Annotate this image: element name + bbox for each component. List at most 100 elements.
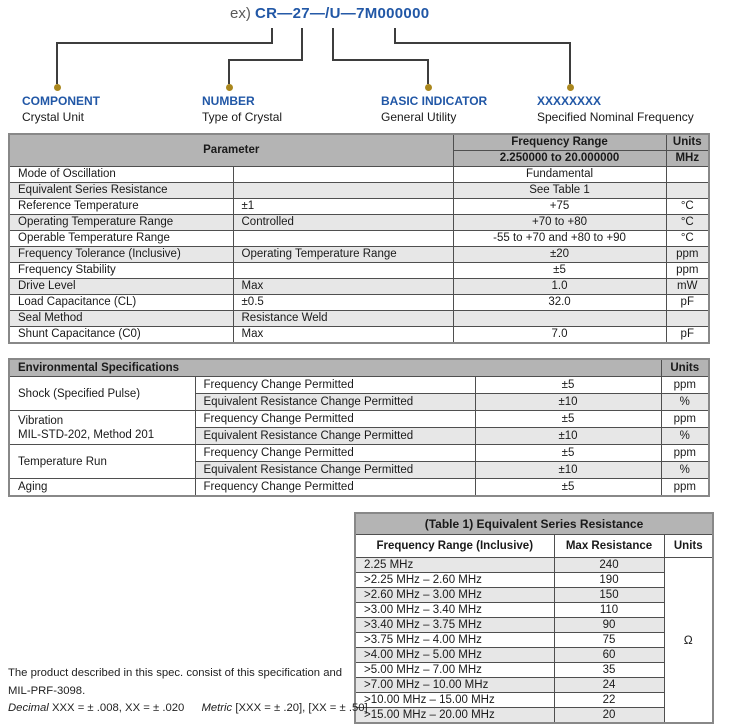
unit-cell: % [660, 393, 710, 411]
units-value: MHz [665, 150, 710, 167]
part-number-heading: ex) CR—27—/U—7M000000 [230, 5, 429, 22]
condition-cell: Controlled [232, 214, 454, 231]
group-name-detail: MIL-STD-202, Method 201 [18, 428, 155, 441]
range-cell: >5.00 MHz – 7.00 MHz [354, 662, 555, 678]
env-title: Environmental Specifications [8, 358, 662, 377]
test-cell: Frequency Change Permitted [194, 444, 476, 462]
unit-cell [665, 182, 710, 199]
group-cell: Temperature Run [8, 444, 196, 479]
table-row: >3.75 MHz – 4.00 MHz 75 [354, 632, 713, 648]
value-cell: ±5 [474, 444, 662, 462]
value-cell: ±10 [474, 461, 662, 479]
connector-line [228, 59, 303, 61]
diagram-label-component: COMPONENT Crystal Unit [22, 94, 100, 124]
resistance-table-title: (Table 1) Equivalent Series Resistance [354, 512, 714, 535]
table-header-row: Parameter Frequency Range Units [8, 133, 710, 167]
param-cell: Operable Temperature Range [8, 230, 234, 247]
frequency-range-col-header: Frequency Range (Inclusive) [354, 534, 555, 558]
range-cell: >3.00 MHz – 3.40 MHz [354, 602, 555, 618]
table-row: Equivalent Resistance Change Permitted ±… [9, 427, 710, 445]
connector-line [569, 42, 571, 84]
resistance-cell: 60 [553, 647, 665, 663]
param-cell: Drive Level [8, 278, 234, 295]
diagram-label-number: NUMBER Type of Crystal [202, 94, 282, 124]
range-cell: >3.75 MHz – 4.00 MHz [354, 632, 555, 648]
range-cell: >2.60 MHz – 3.00 MHz [354, 587, 555, 603]
label-title: COMPONENT [22, 94, 100, 108]
resistance-cell: 75 [553, 632, 665, 648]
connector-line [228, 59, 230, 84]
param-cell: Mode of Oscillation [8, 166, 234, 183]
value-cell: ±20 [452, 246, 667, 263]
unit-cell: pF [665, 294, 710, 311]
table-row: Drive Level Max 1.0 mW [8, 278, 710, 295]
group-cell: Aging [8, 478, 196, 497]
diagram-label-basic-indicator: BASIC INDICATOR General Utility [381, 94, 487, 124]
unit-cell: ppm [660, 444, 710, 462]
value-cell: 32.0 [452, 294, 667, 311]
table-title-row: (Table 1) Equivalent Series Resistance [354, 512, 714, 535]
table-header-row: Environmental Specifications Units [8, 358, 710, 377]
table-row: Operating Temperature Range Controlled +… [8, 214, 710, 231]
footnote-line1: The product described in this spec. cons… [8, 667, 343, 679]
condition-cell: Operating Temperature Range [232, 246, 454, 263]
ohm-unit-cell: Ω [663, 557, 714, 724]
condition-cell: Resistance Weld [232, 310, 454, 327]
unit-cell [665, 310, 710, 327]
value-cell: +70 to +80 [452, 214, 667, 231]
units-col-header: Units [663, 534, 714, 558]
connector-line [394, 28, 396, 44]
unit-cell: pF [665, 326, 710, 344]
connector-dot [425, 84, 432, 91]
value-cell: See Table 1 [452, 182, 667, 199]
parameter-table: Parameter Frequency Range Units 2.250000… [8, 133, 711, 344]
condition-cell [232, 182, 454, 199]
connector-line [394, 42, 571, 44]
table-row: >3.40 MHz – 3.75 MHz 90 [354, 617, 713, 633]
table-row: >7.00 MHz – 10.00 MHz 24 [354, 677, 713, 693]
resistance-cell: 35 [553, 662, 665, 678]
table-row: Equivalent Resistance Change Permitted ±… [9, 393, 710, 411]
label-subtitle: Crystal Unit [22, 110, 85, 124]
part-number-code: CR—27—/U—7M000000 [255, 5, 430, 22]
table-row: Operable Temperature Range -55 to +70 an… [8, 230, 710, 247]
value-cell: 7.0 [452, 326, 667, 344]
table-row: Equivalent Resistance Change Permitted ±… [9, 461, 710, 479]
table-row: Mode of Oscillation Fundamental [8, 166, 710, 183]
label-subtitle: Specified Nominal Frequency [537, 110, 694, 124]
test-cell: Equivalent Resistance Change Permitted [194, 461, 476, 479]
condition-cell [232, 262, 454, 279]
connector-line [427, 59, 429, 84]
table-header-row: 2.250000 to 20.000000 MHz [9, 150, 710, 167]
range-cell: 2.25 MHz [354, 557, 555, 573]
label-title: XXXXXXXX [537, 94, 602, 108]
unit-cell: ppm [660, 478, 710, 497]
table-header-row: Frequency Range (Inclusive) Max Resistan… [354, 534, 714, 558]
footnote: The product described in this spec. cons… [8, 665, 368, 718]
table-row: >10.00 MHz – 15.00 MHz 22 [354, 692, 713, 708]
param-cell: Seal Method [8, 310, 234, 327]
table-row: >15.00 MHz – 20.00 MHz 20 [354, 707, 713, 724]
condition-cell: Max [232, 326, 454, 344]
param-cell: Reference Temperature [8, 198, 234, 215]
table-row: Equivalent Series Resistance See Table 1 [8, 182, 710, 199]
label-subtitle: Type of Crystal [202, 110, 283, 124]
value-cell: 1.0 [452, 278, 667, 295]
environmental-specs-table: Environmental Specifications Units Shock… [8, 358, 710, 497]
label-title: BASIC INDICATOR [381, 94, 488, 108]
value-cell [452, 310, 667, 327]
table-row: Vibration MIL-STD-202, Method 201 Freque… [8, 410, 710, 445]
value-cell: -55 to +70 and +80 to +90 [452, 230, 667, 247]
unit-cell: ppm [665, 246, 710, 263]
unit-cell: °C [665, 214, 710, 231]
resistance-cell: 190 [553, 572, 665, 588]
resistance-cell: 22 [553, 692, 665, 708]
resistance-cell: 150 [553, 587, 665, 603]
unit-cell: ppm [665, 262, 710, 279]
frequency-range-header: Frequency Range [452, 133, 667, 151]
unit-cell [665, 166, 710, 183]
param-cell: Shunt Capacitance (C0) [8, 326, 234, 344]
metric-value: [XXX = ± .20], [XX = ± .50] [235, 702, 368, 714]
condition-cell: ±1 [232, 198, 454, 215]
decimal-label: Decimal [8, 702, 49, 714]
